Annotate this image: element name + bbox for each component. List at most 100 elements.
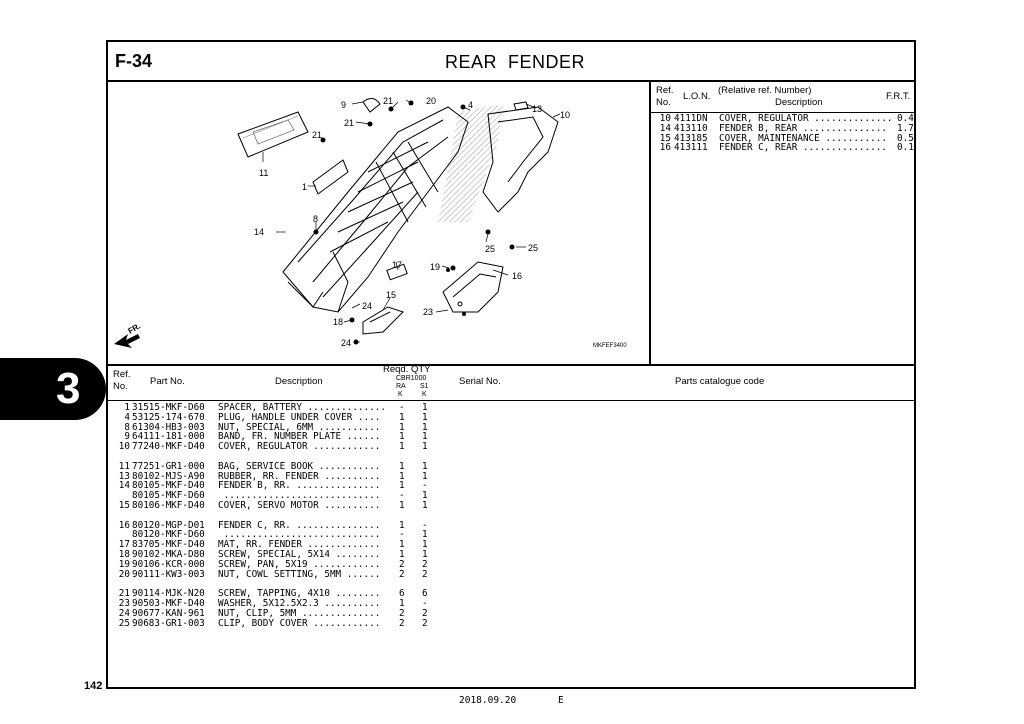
ref-row-ref: 10 xyxy=(659,113,671,124)
parts-header-s1: S1 xyxy=(420,383,429,390)
svg-text:13: 13 xyxy=(532,104,542,114)
ref-row-desc: FENDER B, REAR ............... xyxy=(719,122,887,134)
qty-ra: 2 xyxy=(399,607,405,619)
regulator-cover xyxy=(482,101,559,213)
diagram-ref-divider xyxy=(649,80,651,364)
front-direction-arrow: FR. xyxy=(114,321,142,348)
part-number: 53125-174-670 xyxy=(132,411,205,423)
svg-text:21: 21 xyxy=(383,96,393,106)
svg-text:18: 18 xyxy=(333,317,343,327)
part-number: 80120-MGP-D01 xyxy=(132,519,205,531)
qty-s1: 1 xyxy=(422,490,428,502)
qty-ra: 1 xyxy=(399,421,405,433)
qty-ra: 2 xyxy=(399,568,405,580)
title-divider xyxy=(106,80,916,82)
part-ref: 8 xyxy=(124,421,130,433)
part-number: 80105-MKF-D60 xyxy=(132,490,205,502)
svg-text:19: 19 xyxy=(430,262,440,272)
qty-s1: 1 xyxy=(422,460,428,472)
diagram-code: MKFEF3400 xyxy=(593,343,627,349)
maintenance-cover xyxy=(362,306,404,335)
parts-header-description: Description xyxy=(275,376,323,387)
qty-s1: 1 xyxy=(422,411,428,423)
part-description: BAND, FR. NUMBER PLATE ...... xyxy=(218,431,381,443)
qty-ra: 1 xyxy=(399,539,405,551)
ref-row-lon: 413111 xyxy=(674,142,708,154)
ref-row-frt: 0.1 xyxy=(897,142,914,154)
parts-header-k2: K xyxy=(422,391,427,398)
diagram-divider xyxy=(106,364,916,366)
part-ref: 17 xyxy=(118,539,130,551)
part-ref: 24 xyxy=(118,607,130,619)
chapter-tab: 3 xyxy=(0,358,106,420)
part-description: CLIP, BODY COVER ............ xyxy=(218,617,381,629)
exploded-diagram: 9 21 20 4 13 10 21 21 11 1 8 14 17 19 16… xyxy=(114,96,627,349)
ref-row-frt: 0.4 xyxy=(897,113,914,124)
ref-row-ref: 14 xyxy=(659,122,671,134)
part-ref: 25 xyxy=(118,617,130,629)
section-code: F-34 xyxy=(115,51,153,71)
qty-s1: - xyxy=(422,597,428,609)
part-description: MAT, RR. FENDER ............. xyxy=(218,539,381,551)
parts-header-catalogue: Parts catalogue code xyxy=(675,376,765,387)
part-number: 90114-MJK-N20 xyxy=(132,588,205,600)
parts-header-ra: RA xyxy=(396,383,406,390)
part-number: 83705-MKF-D40 xyxy=(132,539,205,551)
part-number: 90102-MKA-D80 xyxy=(132,548,205,560)
svg-text:15: 15 xyxy=(386,290,396,300)
part-description: ............................ xyxy=(218,490,381,502)
parts-header-serial: Serial No. xyxy=(459,376,501,387)
svg-text:25: 25 xyxy=(528,243,538,253)
qty-s1: 1 xyxy=(422,431,428,443)
part-description: NUT, COWL SETTING, 5MM ...... xyxy=(218,568,381,580)
qty-ra: 6 xyxy=(399,588,405,600)
svg-text:24: 24 xyxy=(362,301,372,311)
part-description: NUT, CLIP, 5MM .............. xyxy=(218,607,381,619)
svg-text:25: 25 xyxy=(485,244,495,254)
part-description: FENDER B, RR. ............... xyxy=(218,480,381,492)
qty-ra: 1 xyxy=(399,431,405,443)
part-number: 90106-KCR-000 xyxy=(132,558,205,570)
part-ref: 23 xyxy=(118,597,130,609)
part-description: ............................ xyxy=(218,529,381,541)
svg-text:17: 17 xyxy=(392,260,402,270)
qty-s1: 1 xyxy=(422,548,428,560)
parts-header-model: CBR1000 xyxy=(396,375,427,382)
svg-text:23: 23 xyxy=(423,307,433,317)
ref-row-desc: COVER, MAINTENANCE ........... xyxy=(719,132,887,144)
ref-header-lon: L.O.N. xyxy=(683,91,711,102)
part-number: 61304-HB3-003 xyxy=(132,421,205,433)
part-ref: 21 xyxy=(118,588,130,600)
qty-s1: - xyxy=(422,519,428,531)
qty-s1: 2 xyxy=(422,607,428,619)
qty-ra: 1 xyxy=(399,480,405,492)
svg-text:20: 20 xyxy=(426,96,436,106)
part-number: 90677-KAN-961 xyxy=(132,607,205,619)
svg-text:9: 9 xyxy=(341,100,346,110)
part-number: 90683-GR1-003 xyxy=(132,617,205,629)
qty-ra: 2 xyxy=(399,558,405,570)
ref-row-lon: 413110 xyxy=(674,122,708,134)
qty-ra: - xyxy=(399,529,405,541)
svg-text:14: 14 xyxy=(254,227,264,237)
qty-s1: 2 xyxy=(422,568,428,580)
qty-s1: 1 xyxy=(422,499,428,511)
part-number: 64111-181-000 xyxy=(132,431,205,443)
part-description: WASHER, 5X12.5X2.3 .......... xyxy=(218,597,381,609)
ref-header-no: No. xyxy=(656,97,671,108)
qty-ra: - xyxy=(399,402,405,413)
qty-ra: 1 xyxy=(399,411,405,423)
ref-row-desc: FENDER C, REAR ............... xyxy=(719,142,887,154)
edition-mark: E xyxy=(558,695,564,706)
part-description: BAG, SERVICE BOOK ........... xyxy=(218,460,381,472)
service-book-bag xyxy=(237,111,309,158)
part-description: SCREW, TAPPING, 4X10 ........ xyxy=(218,588,381,600)
part-ref: 19 xyxy=(118,558,130,570)
part-description: SCREW, PAN, 5X19 ............ xyxy=(218,558,381,570)
part-number: 77251-GR1-000 xyxy=(132,460,205,472)
ref-row-ref: 15 xyxy=(659,132,671,144)
ref-row-frt: 0.5 xyxy=(897,132,914,144)
part-ref: 11 xyxy=(118,460,130,472)
parts-header-k1: K xyxy=(398,391,403,398)
qty-s1: 1 xyxy=(422,421,428,433)
